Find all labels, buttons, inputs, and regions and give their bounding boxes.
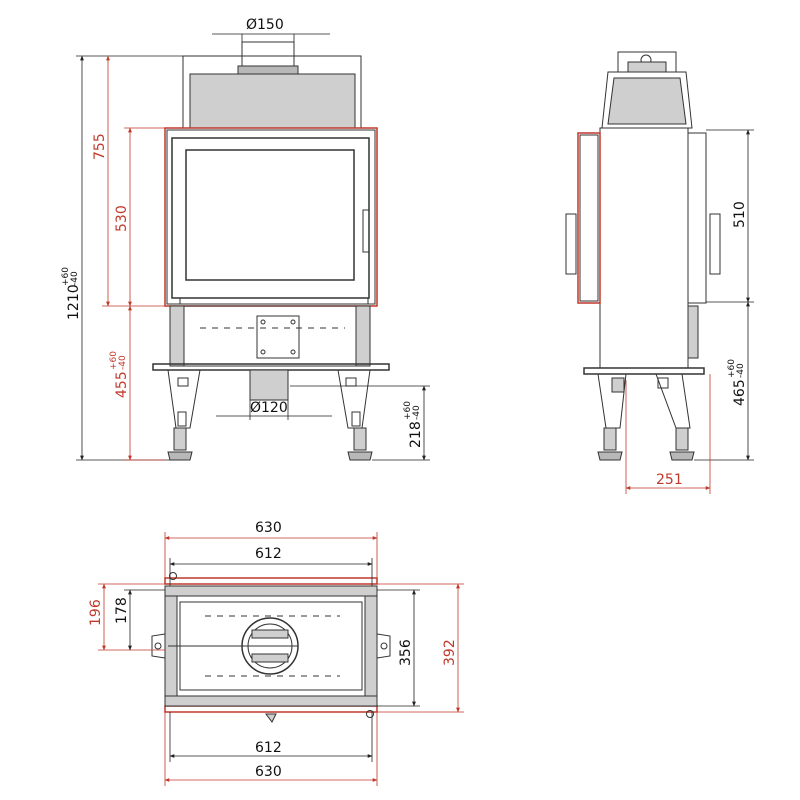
dim-218-tol-minus: -40 [412, 405, 422, 420]
dim-total-tol-plus: +60 [61, 267, 71, 286]
dim-total-height: 1210 [66, 284, 82, 320]
dim-612-top: 612 [255, 546, 282, 562]
dim-755: 755 [92, 133, 108, 160]
dim-630-bottom: 630 [255, 764, 282, 780]
front-flue-collar-base [237, 65, 299, 75]
side-leg-right [655, 373, 691, 429]
dim-465-tol-minus: -40 [736, 363, 746, 378]
front-leg-right [337, 369, 371, 429]
front-base-post-left [169, 305, 185, 367]
front-control-box [256, 315, 300, 359]
dim-flue-top: Ø150 [246, 17, 284, 33]
side-foot-right [675, 427, 689, 451]
front-handle [362, 209, 370, 253]
dim-465-tol-plus: +60 [727, 359, 737, 378]
dim-455-tol-plus: +60 [109, 351, 119, 370]
side-leg-left [597, 373, 627, 429]
side-body [599, 127, 689, 369]
dim-630-top: 630 [255, 520, 282, 536]
dim-530: 530 [114, 205, 130, 232]
top-red-front-edge [164, 577, 378, 585]
top-red-back-edge [164, 705, 378, 713]
front-hood-shape [189, 73, 356, 129]
dim-455: 455 [114, 371, 130, 398]
front-view: Ø150 1210 +60 -40 755 530 455 +60 -40 [61, 17, 430, 461]
dim-612-bottom: 612 [255, 740, 282, 756]
front-base-post-right [355, 305, 371, 367]
dim-465: 465 [732, 379, 748, 406]
side-foot-left [603, 427, 617, 451]
dim-392: 392 [442, 639, 458, 666]
dim-218: 218 [408, 421, 424, 448]
front-flue-bottom [249, 369, 289, 401]
dim-196: 196 [88, 599, 104, 626]
dim-flue-bottom: Ø120 [250, 400, 288, 416]
side-base-plate [583, 367, 705, 375]
dim-251: 251 [656, 472, 683, 488]
side-handle-left [565, 213, 577, 275]
front-foot-right [353, 427, 367, 451]
dim-178: 178 [114, 597, 130, 624]
top-view: 630 612 612 630 196 178 [88, 520, 464, 786]
front-base-frame [169, 305, 371, 367]
side-view: 510 465 +60 -40 251 [565, 51, 754, 494]
front-glass [185, 149, 355, 281]
side-back-panel [687, 132, 707, 304]
front-foot-left [173, 427, 187, 451]
front-glass-frame [171, 137, 370, 299]
front-base-plate [152, 363, 390, 371]
dim-356: 356 [398, 639, 414, 666]
side-handle-right [709, 213, 721, 275]
side-hood [601, 71, 693, 129]
dim-218-tol-plus: +60 [403, 401, 413, 420]
front-leg-left [167, 369, 201, 429]
front-ash-lip [179, 297, 369, 305]
dim-510: 510 [732, 201, 748, 228]
side-door-outline [577, 132, 601, 304]
front-body [166, 129, 376, 305]
dim-455-tol-minus: -40 [118, 355, 128, 370]
dim-total-tol-minus: -40 [70, 271, 80, 286]
